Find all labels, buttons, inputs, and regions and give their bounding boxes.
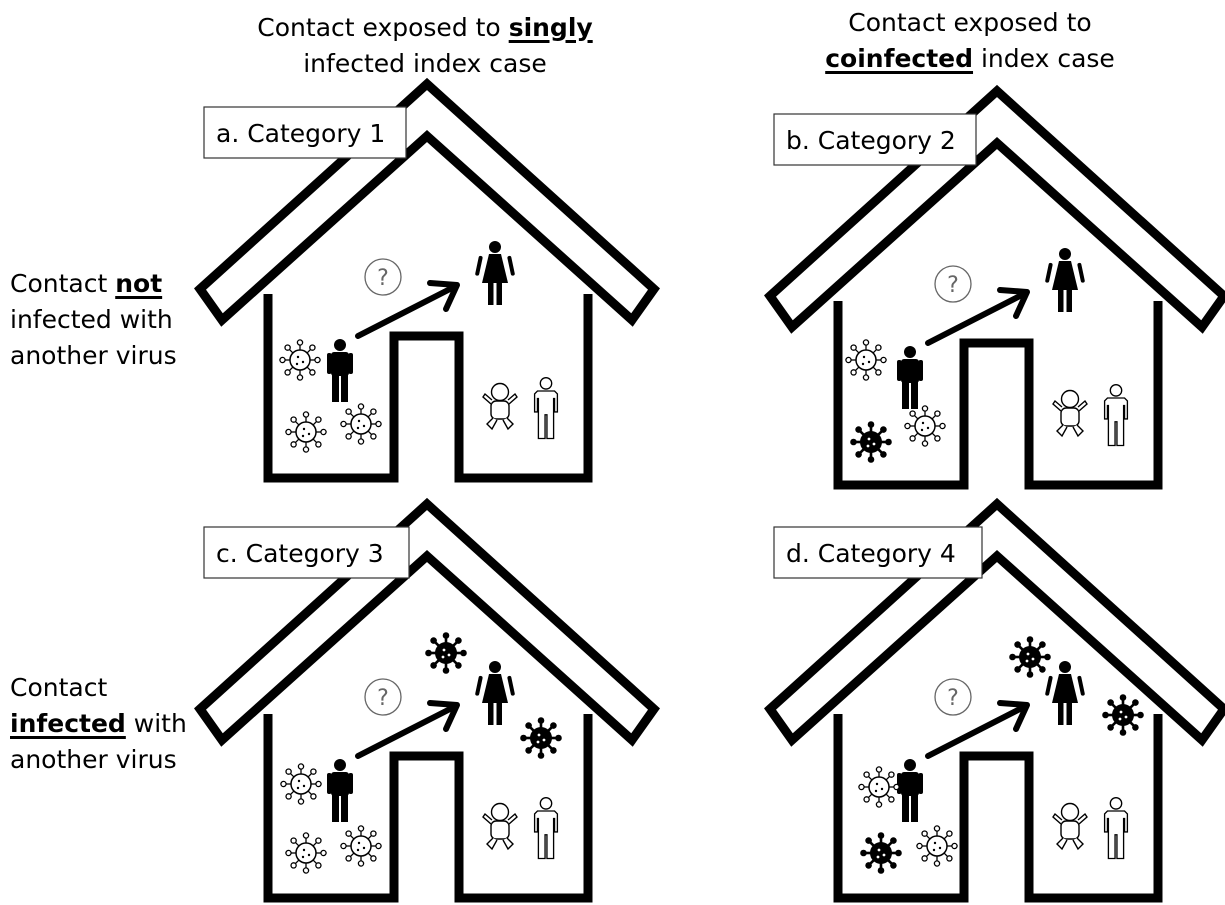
index-case-man-icon [327, 339, 353, 402]
category-label: c. Category 3 [216, 539, 384, 568]
row-header-infected-line3: another virus [10, 745, 177, 774]
transmission-arrow [355, 700, 460, 759]
household-member-man-icon [1103, 384, 1129, 447]
filled-virus-icon [858, 830, 904, 876]
filled-virus-icon [1007, 634, 1053, 680]
row-header-infected: Contact infected with another virus [10, 670, 210, 778]
house-walls-and-door [263, 714, 593, 903]
outline-virus-icon [340, 825, 382, 867]
index-case-man-icon [897, 759, 923, 822]
category-label-box: c. Category 3 [203, 526, 410, 579]
column-header-singly-line1: Contact exposed to singly [257, 13, 593, 42]
outline-virus-icon [904, 405, 946, 447]
svg-text:?: ? [947, 686, 959, 711]
transmission-arrow [925, 700, 1030, 759]
transmission-arrow [355, 280, 460, 339]
contact-woman-icon [474, 661, 516, 725]
house-walls-and-door [263, 294, 593, 483]
row-header-not-line1: Contact not [10, 269, 163, 298]
column-header-coinfected-line2: coinfected index case [825, 44, 1115, 73]
index-case-man-icon [897, 346, 923, 409]
contact-woman-icon [474, 241, 516, 305]
outline-virus-icon [340, 403, 382, 445]
row-header-not-line3: another virus [10, 341, 177, 370]
category-panel-4: d. Category 4? [764, 497, 1225, 903]
house-roof [194, 77, 660, 327]
column-header-coinfected: Contact exposed to coinfected index case [770, 5, 1170, 77]
svg-text:?: ? [377, 686, 389, 711]
outline-virus-icon [845, 339, 887, 381]
infected-emphasis: infected [10, 709, 126, 738]
transmission-arrow [925, 287, 1030, 346]
row-header-not-line2: infected with [10, 305, 173, 334]
household-member-man-icon [533, 797, 559, 860]
panels: a. Category 1?b. Category 2?c. Category … [194, 77, 1225, 903]
house-roof [194, 497, 660, 747]
coinfected-emphasis: coinfected [825, 44, 974, 73]
row-header-not-infected: Contact not infected with another virus [10, 266, 210, 374]
baby-icon [1052, 802, 1088, 850]
question-mark-icon: ? [364, 258, 402, 296]
singly-emphasis: singly [508, 13, 593, 42]
outline-virus-icon [916, 825, 958, 867]
outline-virus-icon [858, 766, 900, 808]
filled-virus-icon [848, 419, 894, 465]
category-label: d. Category 4 [786, 539, 956, 568]
not-emphasis: not [115, 269, 163, 298]
category-panel-1: a. Category 1? [194, 77, 660, 483]
question-mark-icon: ? [934, 678, 972, 716]
baby-icon [482, 802, 518, 850]
filled-virus-icon [423, 630, 469, 676]
row-header-infected-line1: Contact [10, 673, 108, 702]
baby-icon [482, 382, 518, 430]
house-roof [764, 497, 1225, 747]
baby-icon [1052, 389, 1088, 437]
outline-virus-icon [280, 763, 322, 805]
contact-woman-icon [1044, 248, 1086, 312]
svg-text:?: ? [377, 266, 389, 291]
house-walls-and-door [833, 714, 1163, 903]
row-header-infected-line2: infected with [10, 709, 187, 738]
column-header-singly: Contact exposed to singly infected index… [215, 10, 635, 82]
question-mark-icon: ? [364, 678, 402, 716]
contact-woman-icon [1044, 661, 1086, 725]
svg-text:?: ? [947, 273, 959, 298]
category-label: a. Category 1 [216, 119, 385, 148]
index-case-man-icon [327, 759, 353, 822]
filled-virus-icon [518, 715, 564, 761]
category-label-box: b. Category 2 [773, 113, 977, 166]
column-header-singly-line2: infected index case [303, 49, 547, 78]
column-header-coinfected-line1: Contact exposed to [848, 8, 1092, 37]
house-roof [764, 84, 1225, 334]
house-walls-and-door [833, 301, 1163, 490]
outline-virus-icon [279, 339, 321, 381]
category-label-box: d. Category 4 [773, 526, 983, 579]
category-label: b. Category 2 [786, 126, 956, 155]
filled-virus-icon [1100, 692, 1146, 738]
category-label-box: a. Category 1 [203, 106, 407, 159]
outline-virus-icon [285, 411, 327, 453]
household-member-man-icon [1103, 797, 1129, 860]
category-panel-2: b. Category 2? [764, 84, 1225, 490]
household-member-man-icon [533, 377, 559, 440]
category-panel-3: c. Category 3? [194, 497, 660, 903]
outline-virus-icon [285, 832, 327, 874]
question-mark-icon: ? [934, 265, 972, 303]
